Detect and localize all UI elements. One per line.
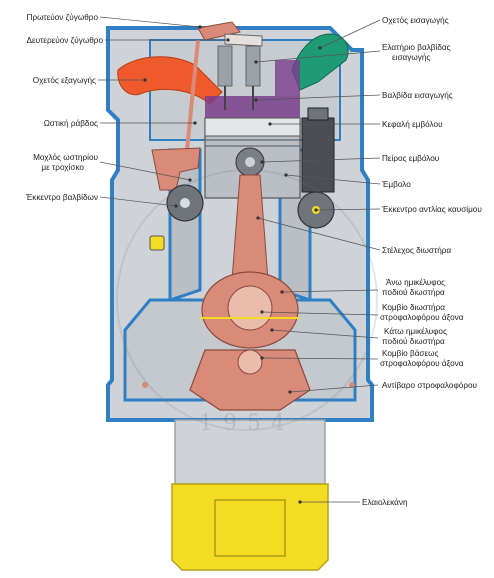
label-intake-valve: Βαλβίδα εισαγωγής	[382, 91, 453, 100]
label-intake-spring-line2: εισαγωγής	[392, 53, 430, 62]
label-upper-half-line1: Άνω ημικέλυφος	[386, 278, 445, 287]
label-fuel-pump-cam: Έκκεντρο αντλίας καυσίμου	[381, 205, 482, 214]
label-piston-head: Κεφαλή εμβόλου	[382, 120, 443, 129]
primary-rocker	[197, 21, 241, 41]
watermark: 1954	[116, 169, 378, 436]
label-roller-lever-line2: με τροχίσκο	[41, 163, 84, 172]
label-rod-shank: Στέλεχος διωστήρα	[382, 246, 451, 255]
label-secondary-yoke: Δευτερεύον ζύγωθρο	[26, 36, 103, 45]
bolt	[142, 382, 148, 388]
exhaust-valve-spring	[217, 45, 233, 87]
camshaft-hub	[180, 198, 190, 208]
fuel-pump-cap	[307, 107, 329, 121]
intake-valve-spring	[245, 45, 261, 87]
label-main-bearing-line1: Κομβίο βάσεως	[382, 349, 439, 358]
crank-pin	[227, 285, 273, 331]
watermark-circle	[116, 169, 378, 431]
label-crank-bearing-line1: Κομβίο διωστήρα	[382, 303, 445, 312]
labels-left: Πρωτεύον ζύγωθρο Δευτερεύον ζύγωθρο Οχετ…	[25, 13, 104, 202]
bolt	[349, 382, 355, 388]
valve-port	[275, 60, 300, 96]
label-piston-pin: Πείρος εμβόλου	[382, 154, 440, 163]
roller-lever	[151, 147, 201, 191]
label-intake-spring-line1: Ελατήριο βαλβίδας	[382, 43, 451, 52]
crank-counterweight	[189, 349, 311, 411]
intake-duct	[291, 33, 349, 91]
oil-sump-group	[171, 419, 329, 571]
label-roller-lever-line1: Μοχλός ωστηρίου	[33, 153, 98, 162]
fuel-pump	[301, 117, 335, 193]
label-piston: Έμβολο	[381, 180, 411, 189]
leader-lines	[98, 16, 381, 504]
labels-right: Οχετός εισαγωγής Ελατήριο βαλβίδας εισαγ…	[362, 16, 482, 507]
label-primary-yoke: Πρωτεύον ζύγωθρο	[27, 13, 99, 22]
label-exhaust-duct: Οχετός εξαγωγής	[33, 76, 96, 85]
watermark-year: 1954	[199, 411, 295, 436]
label-counterweight: Αντίβαρο στροφαλοφόρου	[382, 381, 478, 390]
piston-head	[204, 117, 301, 137]
label-push-rod: Ωστική ράβδος	[44, 119, 98, 128]
label-main-bearing-line2: στροφαλοφόρου άξονα	[380, 359, 464, 368]
main-bearing	[237, 349, 263, 375]
label-intake-duct: Οχετός εισαγωγής	[382, 16, 449, 25]
piston-pin-core	[245, 157, 255, 167]
label-upper-half-line2: ποδιού διωστήρα	[382, 288, 445, 297]
oil-pickup	[214, 499, 286, 557]
label-lower-half-line1: Κάτω ημικέλυφος	[384, 327, 447, 336]
label-crank-bearing-line2: στροφαλοφόρου άξονα	[380, 313, 464, 322]
label-camshaft: Έκκεντρο βαλβίδων	[25, 193, 98, 202]
secondary-rocker	[224, 33, 263, 47]
valve-train	[197, 21, 263, 110]
label-oil-sump: Ελαιολεκάνη	[362, 498, 408, 507]
oil-sump	[171, 483, 329, 571]
label-lower-half-line2: ποδιού διωστήρα	[382, 337, 445, 346]
drain-plug	[149, 235, 165, 251]
